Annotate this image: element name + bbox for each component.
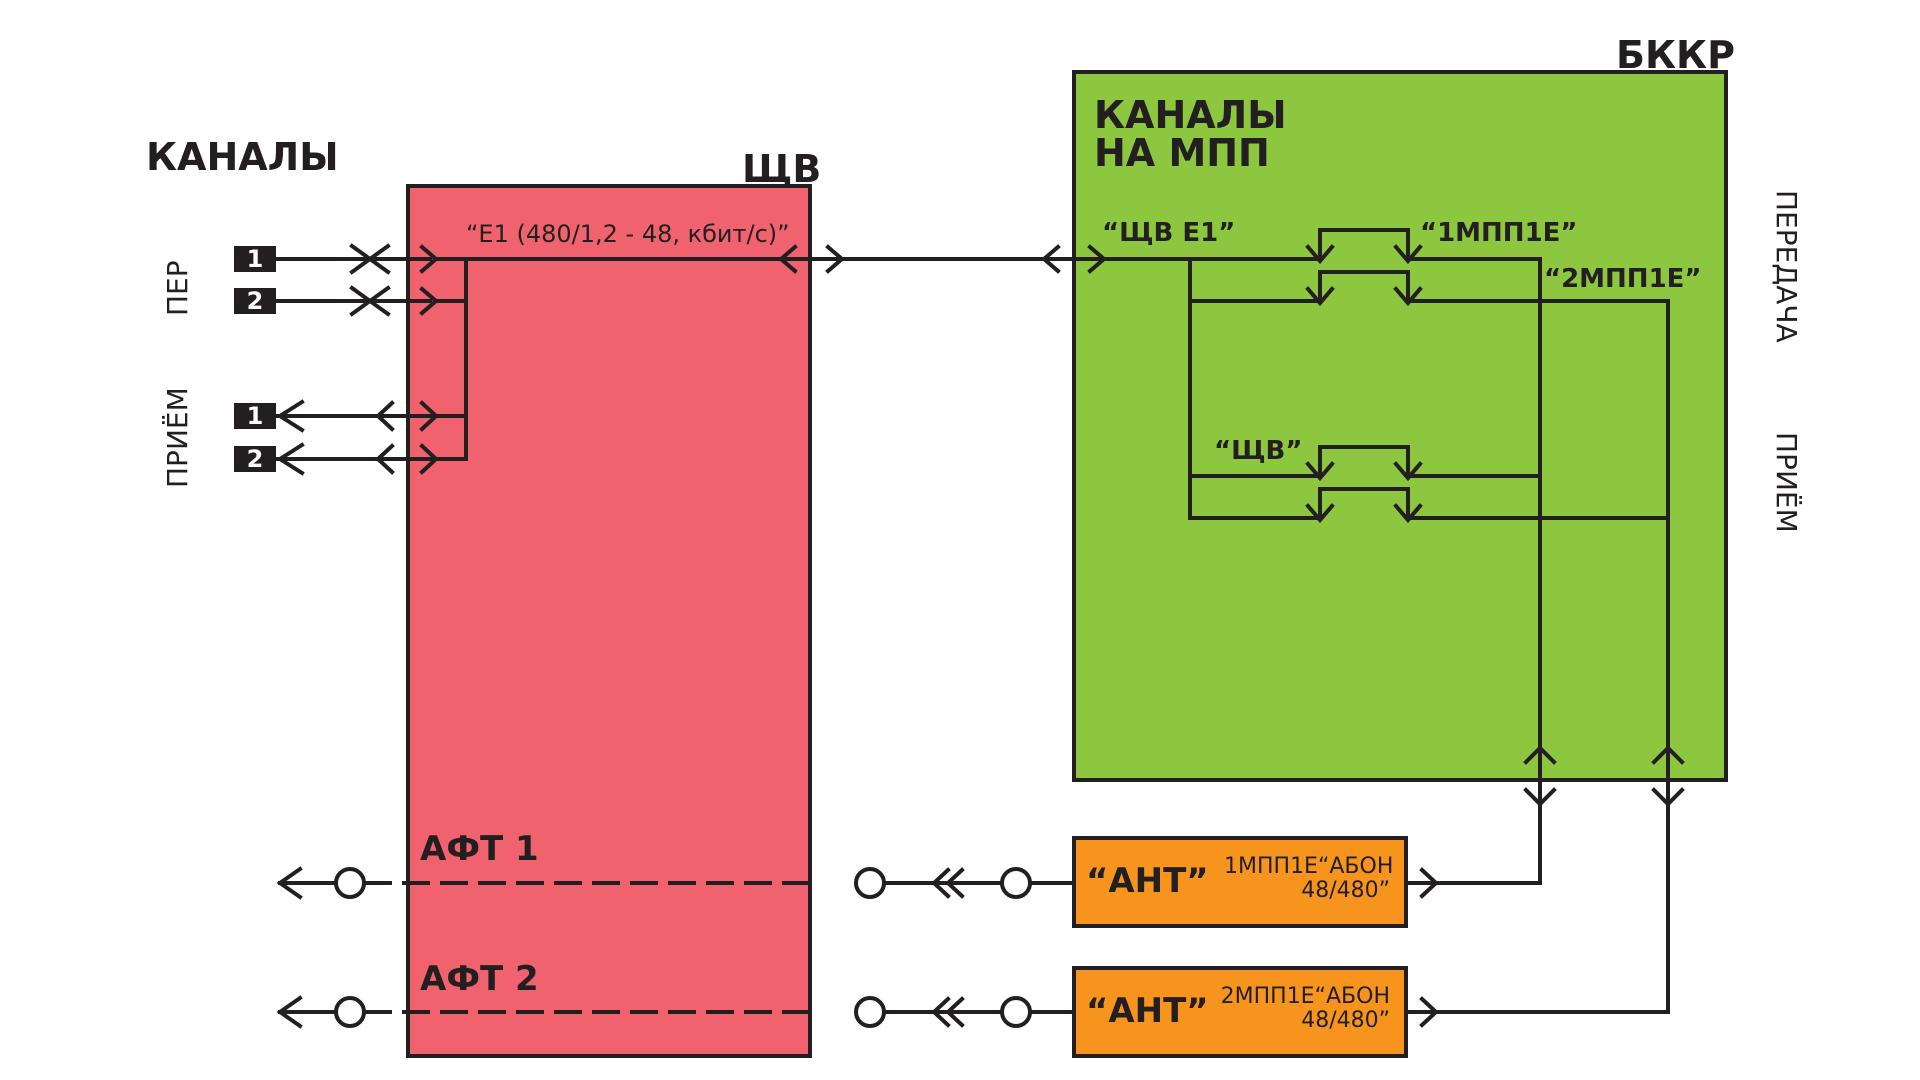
- ant2-line1: 2МПП1Е“АБОН: [1220, 984, 1390, 1009]
- channel-number-4: 2: [234, 446, 276, 472]
- aft2-connector-left: [334, 996, 366, 1028]
- aft1-connector-left: [334, 867, 366, 899]
- bkkr-block: [1072, 70, 1728, 782]
- shchv-block: [406, 184, 812, 1058]
- channel-number-1: 1: [234, 246, 276, 272]
- e1-label: “Е1 (480/1,2 - 48, кбит/с)”: [466, 220, 790, 248]
- label-shchv-e1: “ЩВ Е1”: [1102, 218, 1236, 248]
- shchv-title: ЩВ: [742, 147, 822, 191]
- aft1-connector-right: [1000, 867, 1032, 899]
- ant1-line1: 1МПП1Е“АБОН: [1224, 854, 1394, 879]
- priem-label-left: ПРИЁМ: [161, 387, 194, 488]
- ant1-line2: 48/480”: [1301, 878, 1390, 903]
- ant1-title: “АНТ”: [1086, 861, 1209, 901]
- bkkr-inner-title-2: НА МПП: [1094, 131, 1270, 175]
- aft1-label: АФТ 1: [420, 829, 539, 869]
- ant2-title: “АНТ”: [1086, 991, 1209, 1031]
- priem-label-right: ПРИЁМ: [1770, 432, 1803, 533]
- label-2mpp1e: “2МПП1Е”: [1544, 264, 1702, 294]
- peredacha-label: ПЕРЕДАЧА: [1770, 190, 1803, 343]
- aft2-connector-mid: [854, 996, 886, 1028]
- bkkr-inner-title-1: КАНАЛЫ: [1094, 93, 1287, 137]
- ant2-line2: 48/480”: [1301, 1008, 1390, 1033]
- aft1-connector-mid: [854, 867, 886, 899]
- label-1mpp1e: “1МПП1Е”: [1420, 218, 1578, 248]
- bkkr-title: БККР: [1616, 33, 1735, 77]
- aft2-connector-right: [1000, 996, 1032, 1028]
- aft2-label: АФТ 2: [420, 959, 539, 999]
- label-shchv: “ЩВ”: [1214, 436, 1303, 466]
- ant-block-1: [1072, 836, 1408, 928]
- channel-number-2: 2: [234, 288, 276, 314]
- left-title: КАНАЛЫ: [146, 135, 339, 179]
- per-label: ПЕР: [161, 260, 194, 316]
- channel-number-3: 1: [234, 403, 276, 429]
